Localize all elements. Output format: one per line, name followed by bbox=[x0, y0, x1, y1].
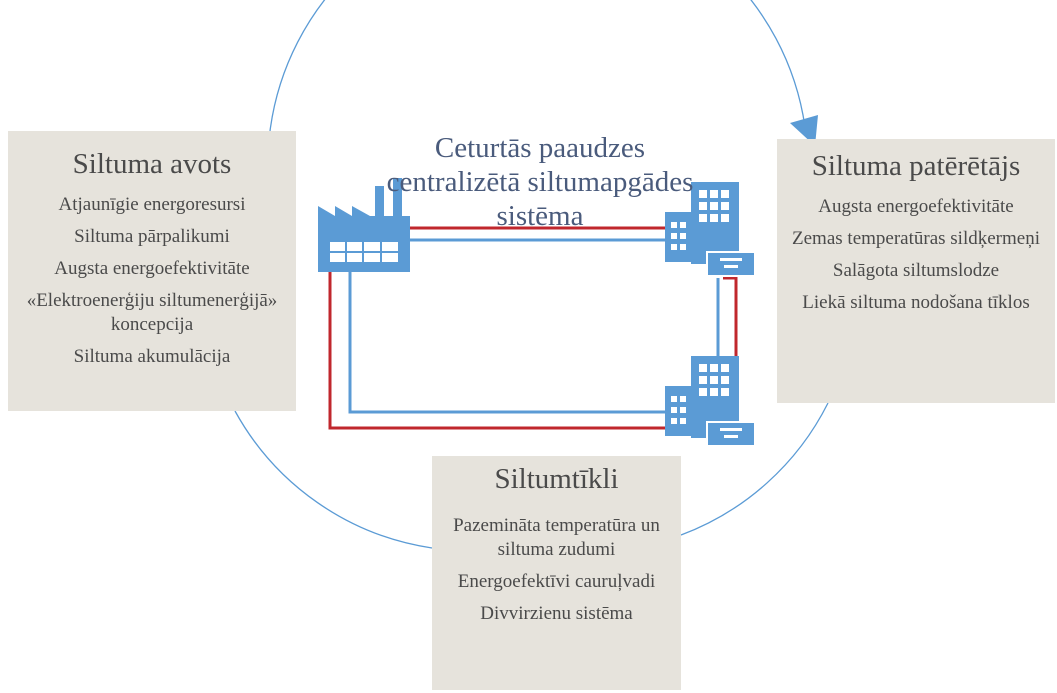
heat-source-list: Atjaunīgie energoresursi Siltuma pārpali… bbox=[8, 193, 296, 369]
list-item: Energoefektīvi cauruļvadi bbox=[457, 571, 656, 592]
cycle-arrow-icon bbox=[790, 115, 818, 146]
list-item: Liekā siltuma nodošana tīklos bbox=[802, 292, 1030, 313]
building-icon bbox=[665, 182, 739, 264]
heat-consumer-list: Augsta energoefektivitāte Zemas temperat… bbox=[777, 195, 1055, 315]
list-item: Pazemināta temperatūra un siltuma zudumi bbox=[453, 515, 660, 560]
list-item: Siltuma akumulācija bbox=[73, 346, 231, 367]
list-item: Atjaunīgie energoresursi bbox=[58, 194, 246, 215]
cycle-circle-left bbox=[234, 410, 433, 549]
heat-exchanger-icon bbox=[706, 251, 756, 277]
heat-source-title: Siltuma avots bbox=[72, 148, 232, 180]
list-item: Augsta energoefektivitāte bbox=[818, 196, 1014, 217]
list-item: Salāgota siltumslodze bbox=[832, 260, 1000, 281]
heat-network-list: Pazemināta temperatūra un siltuma zudumi… bbox=[432, 514, 681, 626]
heat-consumer-box: Siltuma patērētājs Augsta energoefektivi… bbox=[777, 139, 1055, 403]
factory-icon bbox=[318, 178, 410, 272]
heat-network-title: Siltumtīkli bbox=[494, 463, 619, 495]
list-item: Divvirzienu sistēma bbox=[480, 603, 633, 624]
list-item: «Elektroenerģiju siltumenerģijā» koncepc… bbox=[26, 290, 278, 335]
center-title: Ceturtās paaudzes centralizētā siltumapg… bbox=[386, 132, 694, 232]
list-item: Zemas temperatūras sildķermeņi bbox=[792, 228, 1040, 249]
list-item: Augsta energoefektivitāte bbox=[54, 258, 250, 279]
heat-source-box: Siltuma avots Atjaunīgie energoresursi S… bbox=[8, 131, 296, 411]
cycle-circle bbox=[269, 0, 806, 132]
heat-consumer-title: Siltuma patērētājs bbox=[811, 150, 1021, 182]
list-item: Siltuma pārpalikumi bbox=[74, 226, 230, 247]
cycle-circle-right bbox=[680, 402, 829, 536]
heat-exchanger-icon bbox=[706, 421, 756, 447]
heat-network-box: Siltumtīkli Pazemināta temperatūra un si… bbox=[432, 456, 681, 690]
